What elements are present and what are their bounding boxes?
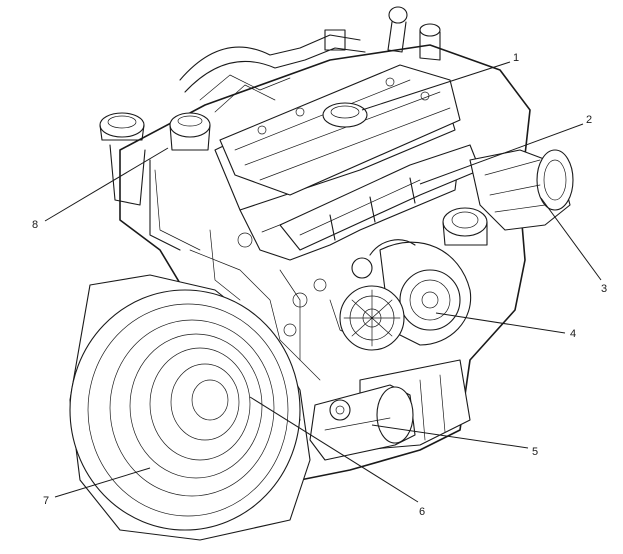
oil-filler-cap [99, 112, 211, 251]
callout-4: 4 [570, 328, 576, 340]
starter-motor [309, 384, 416, 461]
leader-line-1 [361, 61, 511, 111]
leader-line-8 [44, 147, 169, 222]
callout-2: 2 [586, 114, 592, 126]
leader-line-7 [54, 467, 151, 498]
flywheel [69, 289, 301, 531]
leader-line-6 [249, 396, 419, 503]
callout-7: 7 [43, 495, 49, 507]
leader-line-5 [371, 424, 529, 449]
callout-3: 3 [601, 283, 607, 295]
injector-lines [179, 6, 441, 113]
water-pump-pulley [339, 285, 405, 351]
leader-line-3 [540, 197, 602, 281]
leader-line-2 [419, 123, 584, 185]
coolant-outlet [442, 207, 488, 246]
callout-6: 6 [419, 506, 425, 518]
callout-1: 1 [513, 52, 519, 64]
callout-5: 5 [532, 446, 538, 458]
air-intake-elbow [469, 149, 574, 231]
callout-8: 8 [32, 219, 38, 231]
leader-line-4 [435, 312, 566, 334]
